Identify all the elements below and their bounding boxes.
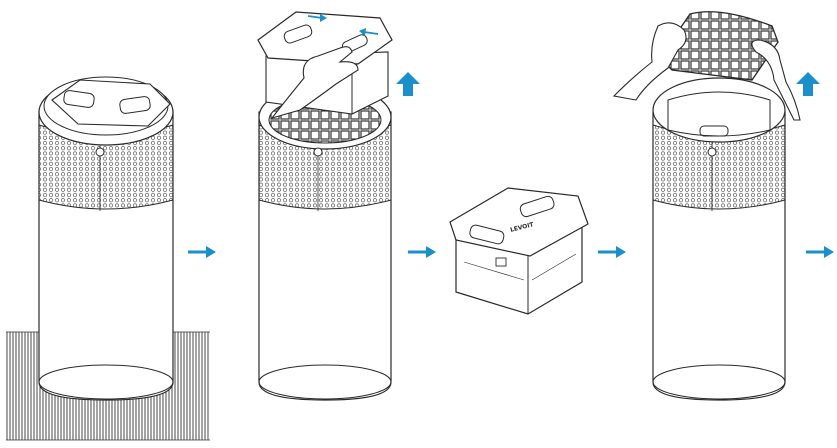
- step-1-purifier: [6, 76, 210, 441]
- up-arrow-icon: [396, 72, 420, 96]
- up-arrow-icon: [796, 72, 820, 96]
- right-arrow-icon: [598, 246, 626, 258]
- step-4-purifier: [612, 11, 801, 401]
- step-3-filter-cartridge: LEVOIT: [449, 187, 589, 315]
- right-arrow-icon: [408, 246, 436, 258]
- slide-arrow-icon: [359, 28, 379, 36]
- right-arrow-icon: [188, 246, 216, 258]
- slide-arrow-icon: [307, 14, 327, 22]
- right-arrow-icon: [806, 246, 834, 258]
- step-2-purifier: [257, 11, 393, 401]
